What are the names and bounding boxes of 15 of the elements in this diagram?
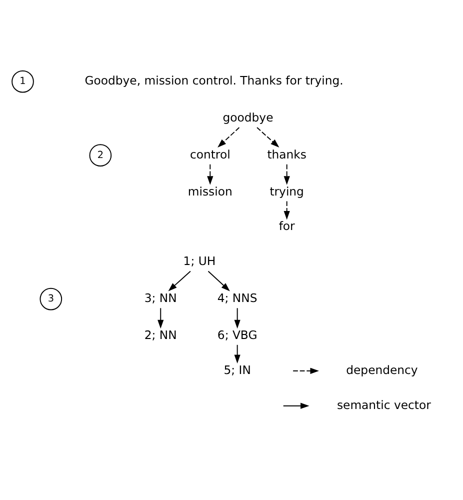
node-text: 6; VBG	[217, 327, 258, 342]
node-text: 4; NNS	[217, 290, 258, 305]
node-text: trying	[270, 184, 304, 198]
node-text: 2; NN	[144, 327, 177, 342]
node-text: 1; UH	[183, 254, 216, 268]
node-text: 5; IN	[224, 362, 251, 376]
node-text: goodbye	[222, 110, 274, 124]
node-text: thanks	[267, 146, 306, 161]
node-text: control	[190, 146, 230, 161]
label: Goodbye, mission control. Thanks for trying.	[84, 73, 344, 88]
node-text: for	[278, 218, 295, 233]
node-text: mission	[188, 184, 232, 198]
legend-label: semantic vector	[336, 397, 431, 412]
legend-label: dependency	[346, 362, 418, 376]
node-text: 3; NN	[144, 290, 177, 305]
